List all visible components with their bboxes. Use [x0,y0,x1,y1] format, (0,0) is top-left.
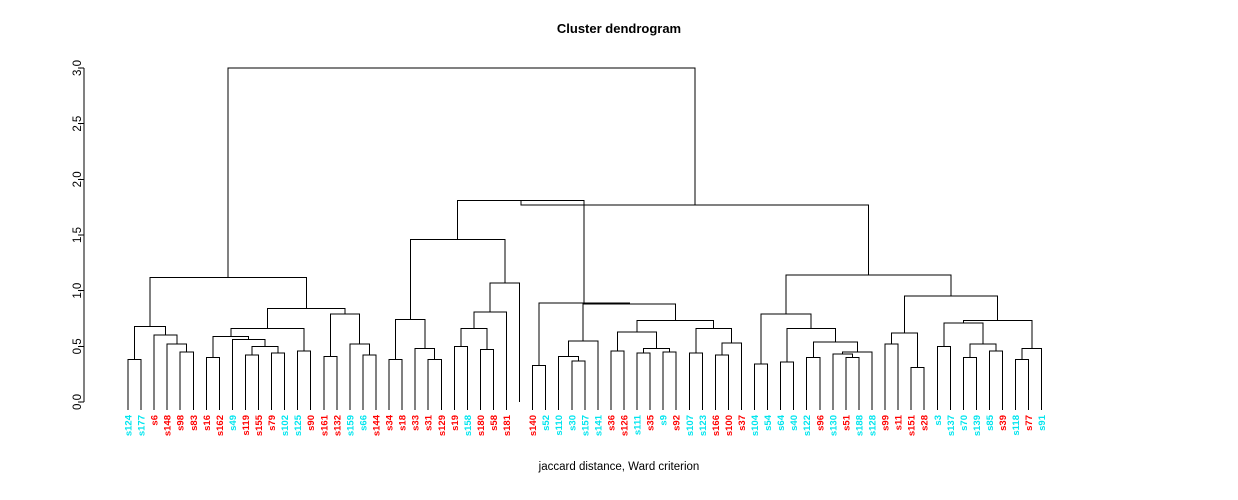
leaf-label: s40 [789,415,800,431]
leaf-label: s161 [319,414,330,436]
leaf-label: s70 [959,415,970,431]
leaf-label: s96 [815,415,826,431]
leaf-label: s49 [228,415,239,431]
leaf-label: s92 [672,415,683,431]
leaf-label: s122 [802,415,813,436]
leaf-tick-marks [127,402,1043,410]
leaf-label: s77 [1024,415,1035,431]
leaf-label: s36 [606,415,617,431]
leaf-label: s35 [646,414,657,431]
leaf-label: s130 [828,415,839,436]
leaf-label: s140 [528,415,539,436]
leaf-label: s139 [972,415,983,436]
leaf-label: s37 [737,415,748,431]
y-axis-tick-label: 2.0 [72,171,84,187]
leaf-label: s119 [241,415,252,436]
leaf-label: s79 [267,415,278,431]
leaf-label: s129 [437,415,448,436]
leaf-label: s19 [450,415,461,431]
leaf-label: s100 [724,415,735,436]
leaf-label: s3 [933,415,944,426]
leaf-label: s39 [998,415,1009,431]
y-axis-tick-label: 0.0 [72,394,84,410]
leaf-label: s11 [894,414,905,430]
leaf-label: s28 [920,415,931,431]
leaf-label: s148 [163,415,174,436]
leaf-label: s159 [345,415,356,436]
leaf-label: s151 [907,414,918,436]
leaf-label: s52 [541,415,552,431]
x-axis-caption: jaccard distance, Ward criterion [538,461,700,473]
leaf-label: s54 [763,414,774,431]
leaf-label: s155 [254,414,265,436]
leaf-label: s162 [215,415,226,436]
leaf-label: s110 [554,415,565,436]
leaf-label: s91 [1037,414,1048,431]
leaf-label: s123 [698,415,709,436]
y-axis-tick-label: 3.0 [72,60,84,76]
leaf-label: s180 [476,415,487,436]
y-axis-tick-label: 1.5 [72,227,84,243]
leaf-label: s99 [881,415,892,431]
leaf-label: s126 [620,415,631,436]
leaf-label: s16 [202,415,213,431]
leaf-label: s104 [750,414,761,436]
leaf-label: s124 [124,414,135,436]
leaf-label: s6 [150,415,161,426]
leaf-label: s128 [868,415,879,436]
leaf-label: s33 [411,415,422,431]
leaf-label: s125 [293,414,304,436]
leaf-label: s9 [659,415,670,426]
leaf-label: s58 [489,415,500,431]
leaf-label: s158 [463,415,474,436]
y-axis: 0.0 0.5 1.0 1.5 2.0 2.5 3.0 [72,60,85,410]
leaf-label: s107 [685,415,696,436]
y-axis-tick-label: 0.5 [72,338,84,354]
y-axis-tick-label: 2.5 [72,116,84,132]
leaf-label: s66 [358,415,369,431]
page-title: Cluster dendrogram [557,21,681,36]
leaf-label: s18 [398,415,409,431]
leaf-label: s83 [189,415,200,431]
leaf-label: s132 [332,415,343,436]
leaf-label: s157 [580,415,591,436]
leaf-label: s30 [567,415,578,431]
leaf-label: s90 [306,415,317,431]
leaf-label: s137 [946,415,957,436]
leaf-label: s102 [280,415,291,436]
leaf-label: s188 [854,415,865,436]
leaf-label: s51 [841,414,852,431]
y-axis-tick-label: 1.0 [72,283,84,299]
leaf-label: s85 [985,414,996,431]
leaf-label: s111 [633,414,644,435]
leaf-label: s64 [776,414,787,431]
leaf-label: s34 [385,414,396,431]
leaf-label: s118 [1011,415,1022,436]
leaf-label: s166 [711,415,722,436]
dendrogram-branches [128,68,1043,402]
leaf-label: s177 [137,415,148,436]
leaf-label: s181 [502,414,513,436]
leaf-label: s98 [176,415,187,431]
leaf-label: s141 [593,414,604,436]
leaf-label: s31 [424,414,435,431]
leaf-label: s144 [372,414,383,436]
